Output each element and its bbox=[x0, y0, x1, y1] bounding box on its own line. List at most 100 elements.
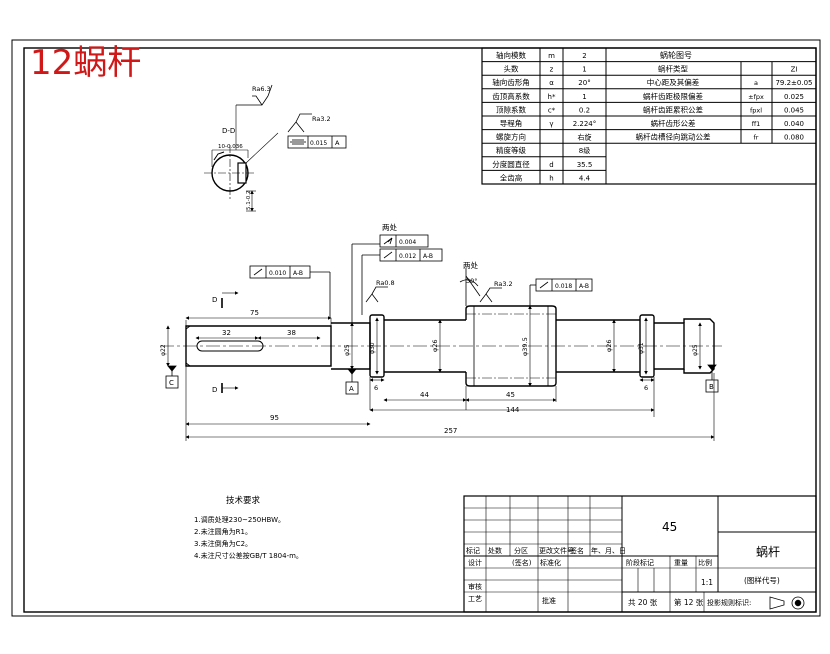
param-label: 轴向齿形角 bbox=[492, 77, 530, 87]
param-label: 顶隙系数 bbox=[496, 104, 526, 114]
tech-req-title: 技术要求 bbox=[226, 495, 261, 506]
param-right-symbol: ±fpx bbox=[748, 93, 764, 101]
param-right-value: ZI bbox=[791, 66, 798, 74]
dia-31: φ31 bbox=[638, 342, 645, 354]
dia-right: φ25 bbox=[692, 344, 699, 356]
dia-26b: φ26 bbox=[605, 339, 613, 352]
tb-part-name: 蜗杆 bbox=[756, 544, 780, 559]
dim-38: 38 bbox=[287, 329, 296, 337]
tb-standardize: 标准化 bbox=[540, 558, 561, 567]
param-value: 2 bbox=[582, 52, 586, 60]
param-value: 2.224° bbox=[573, 120, 597, 128]
runout-b: 0.012 bbox=[399, 253, 416, 260]
tb-process: 工艺 bbox=[468, 595, 482, 603]
param-label: 螺旋方向 bbox=[496, 132, 526, 142]
param-right-label: 蜗杆类型 bbox=[658, 64, 688, 74]
dim-9: 6 bbox=[374, 384, 378, 392]
dim-95: 95 bbox=[270, 414, 279, 422]
param-right-symbol: fpxl bbox=[750, 106, 762, 114]
tb-stage-mark: 阶段标记 bbox=[626, 558, 654, 567]
param-symbol: α bbox=[549, 79, 554, 87]
param-label: 导程角 bbox=[500, 118, 523, 128]
param-right-symbol: ff1 bbox=[752, 120, 761, 128]
tech-req-item: 4.未注尺寸公差按GB/T 1804-m。 bbox=[194, 551, 303, 560]
roughness-ra63: Ra6.3 bbox=[252, 85, 271, 93]
param-value: 8级 bbox=[579, 146, 590, 155]
param-value: 右旋 bbox=[578, 133, 592, 142]
tech-req-item: 3.未注倒角为C2。 bbox=[194, 539, 252, 548]
param-label: 分度圆直径 bbox=[492, 159, 530, 169]
param-label: 全齿高 bbox=[500, 172, 523, 182]
ra-shoulder: Ra0.8 bbox=[376, 279, 395, 287]
key-depth-dim: 5.1-0.2 bbox=[246, 191, 252, 210]
tb-scale: 1:1 bbox=[701, 578, 713, 587]
param-value: 35.5 bbox=[577, 161, 593, 169]
param-label: 轴向模数 bbox=[496, 50, 526, 60]
param-right-value: 0.040 bbox=[784, 120, 804, 128]
tech-req-item: 1.调质处理230~250HBW。 bbox=[194, 515, 285, 524]
param-right-symbol: fr bbox=[754, 134, 759, 142]
param-right-value: 0.045 bbox=[784, 106, 804, 114]
dia-26: φ26 bbox=[431, 339, 439, 352]
dia-left: φ22 bbox=[160, 344, 167, 356]
param-right-label: 蜗杆齿槽径向跳动公差 bbox=[636, 132, 711, 142]
datum-markers bbox=[165, 364, 719, 395]
gdt-annotations bbox=[249, 234, 593, 323]
ra-worm: Ra3.2 bbox=[494, 280, 513, 288]
tb-sheet-no: 第 12 张 bbox=[674, 597, 704, 607]
tb-scale-lbl: 比例 bbox=[698, 558, 712, 567]
param-value: 20° bbox=[578, 79, 590, 87]
tb-projection-label: 投影规则标识: bbox=[707, 598, 751, 607]
param-symbol: d bbox=[549, 161, 553, 169]
dimension-lines bbox=[166, 305, 715, 441]
tb-sheets-total: 共 20 张 bbox=[628, 598, 658, 607]
projection-symbol bbox=[769, 596, 805, 610]
param-symbol: c* bbox=[548, 106, 556, 114]
param-right-label: 蜗杆齿距累积公差 bbox=[643, 104, 703, 114]
param-symbol: z bbox=[550, 66, 554, 74]
section-marker bbox=[221, 291, 239, 393]
dim-257: 257 bbox=[444, 427, 457, 435]
param-right-value: 0.025 bbox=[784, 93, 804, 101]
param-value: 1 bbox=[582, 93, 586, 101]
param-right-symbol: a bbox=[754, 79, 758, 87]
drawing-title: 12蜗杆 bbox=[30, 43, 141, 83]
chamfer-angle: 30° bbox=[466, 277, 478, 285]
param-value: 0.2 bbox=[579, 106, 590, 114]
parameter-table bbox=[481, 47, 817, 185]
datum-c: C bbox=[169, 379, 174, 387]
tech-req-item: 2.未注圆角为R1。 bbox=[194, 527, 252, 536]
param-right-value: 0.080 bbox=[784, 134, 804, 142]
param-right-value: 79.2±0.05 bbox=[775, 79, 812, 87]
tb-count: 处数 bbox=[488, 546, 502, 555]
runout-left-datum: A-B bbox=[293, 270, 303, 277]
tb-change-doc: 更改文件号 bbox=[539, 546, 574, 555]
section-view bbox=[204, 84, 347, 212]
param-symbol: h bbox=[549, 174, 553, 182]
runout-b-datum: A-B bbox=[423, 253, 433, 260]
param-right-label: 中心距及其偏差 bbox=[647, 77, 700, 87]
tb-mark: 标记 bbox=[466, 546, 480, 555]
section-label: D-D bbox=[222, 127, 235, 135]
section-mark-bottom: D bbox=[212, 386, 217, 394]
tb-drawing-code: (图样代号) bbox=[744, 575, 780, 585]
sym-tolerance: 0.015 bbox=[310, 140, 327, 147]
note-both-ends-1: 两处 bbox=[382, 222, 397, 232]
param-symbol: m bbox=[548, 52, 555, 60]
tb-approve: 批准 bbox=[542, 596, 556, 605]
datum-b: B bbox=[709, 383, 714, 391]
tb-signature: 签名 bbox=[570, 546, 584, 555]
tb-weight: 重量 bbox=[674, 559, 688, 567]
dia-30: φ30 bbox=[369, 342, 376, 354]
key-width-dim: 10-0.036 bbox=[218, 144, 243, 150]
param-label: 齿顶高系数 bbox=[492, 91, 530, 101]
note-both-ends-2: 两处 bbox=[463, 260, 478, 270]
shaft-view bbox=[160, 305, 722, 387]
runout-left: 0.010 bbox=[269, 270, 286, 277]
dia-a: φ25 bbox=[344, 344, 351, 356]
param-right-label: 蜗杆齿距极限偏差 bbox=[643, 91, 703, 101]
tb-signed: (签名) bbox=[512, 558, 532, 567]
param-value: 1 bbox=[582, 66, 586, 74]
runout-worm: 0.018 bbox=[555, 283, 572, 290]
